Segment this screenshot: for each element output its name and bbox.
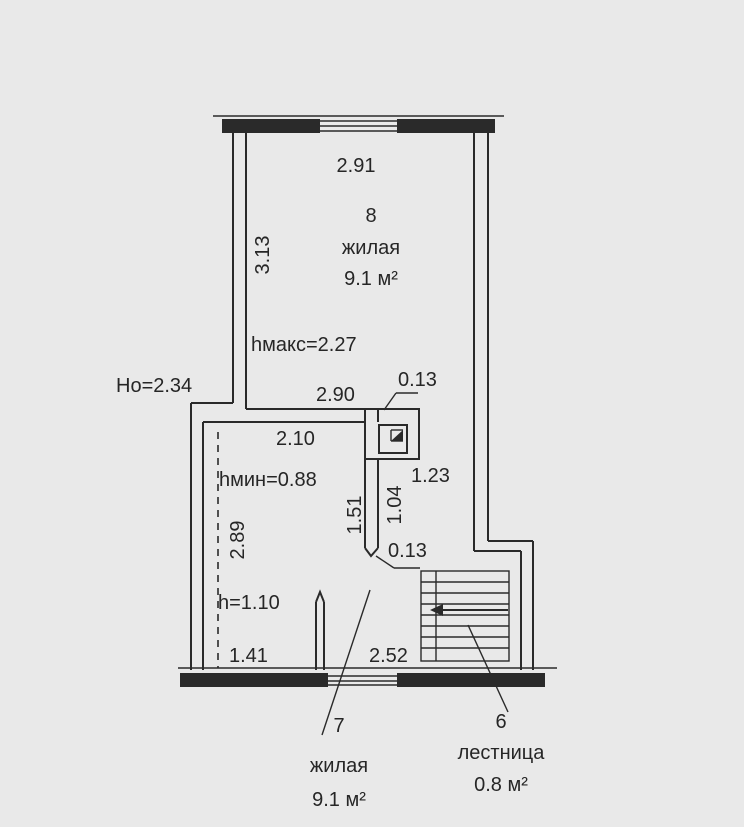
- dim-bottom-right: 2.52: [369, 645, 408, 667]
- dim-right-strip: 1.23: [411, 465, 450, 487]
- staircase: [420, 570, 510, 662]
- leader-room-7: [321, 589, 371, 736]
- bottom-wall: [178, 667, 557, 687]
- stub-post: [315, 589, 325, 670]
- room-8-walls: [190, 133, 489, 670]
- right-lower-walls: [474, 540, 534, 670]
- h-o-label: Ho=2.34: [116, 375, 192, 397]
- h-low-label: h=1.10: [218, 592, 280, 614]
- dim-bottom-left: 1.41: [229, 645, 268, 667]
- partition: [364, 392, 420, 569]
- dim-top-right-small: 0.13: [398, 369, 437, 391]
- h-max-label: hмакс=2.27: [251, 334, 357, 356]
- dim-partition-b: 1.04: [384, 486, 406, 525]
- room-8-type: жилая: [342, 237, 400, 259]
- leader-room-6: [467, 624, 509, 713]
- room-6-type: лестница: [458, 742, 546, 764]
- h-min-label: hмин=0.88: [219, 469, 317, 491]
- dim-room-7-width: 2.10: [276, 428, 315, 450]
- dim-top-width: 2.91: [337, 155, 376, 177]
- room-7-area: 9.1 м²: [312, 789, 366, 811]
- room-6-area: 0.8 м²: [474, 774, 528, 796]
- room-6-number: 6: [495, 711, 506, 733]
- room-8-number: 8: [365, 205, 376, 227]
- room-7-type: жилая: [310, 755, 368, 777]
- top-wall: [213, 115, 504, 133]
- dim-mid-width: 2.90: [316, 384, 355, 406]
- room-7-number: 7: [333, 715, 344, 737]
- room-8-area: 9.1 м²: [344, 268, 398, 290]
- dim-bottom-small: 0.13: [388, 540, 427, 562]
- dim-room-8-height: 3.13: [252, 236, 274, 275]
- shaft: [364, 408, 420, 460]
- dim-room-7-height: 2.89: [227, 521, 249, 560]
- dim-partition-a: 1.51: [344, 496, 366, 535]
